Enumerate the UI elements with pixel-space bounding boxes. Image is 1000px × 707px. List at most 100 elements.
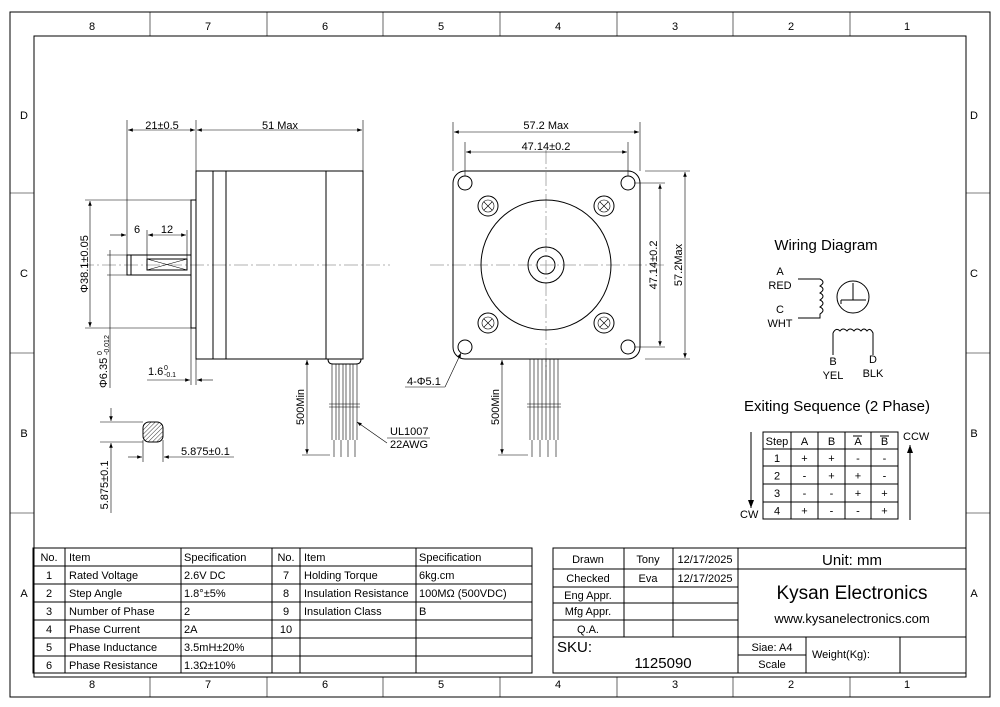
sequence-header: A	[854, 436, 862, 448]
spec-header: No.	[277, 552, 294, 564]
spec-cell: Insulation Class	[304, 606, 382, 618]
spec-header: Item	[69, 552, 90, 564]
spec-cell: 10	[280, 624, 292, 636]
front-view: 57.2 Max 47.14±0.2 47.14±0.2 57.2Max 4-Φ…	[405, 120, 690, 457]
sequence-header: A	[801, 436, 809, 448]
title-block-cell: 12/17/2025	[677, 573, 732, 585]
wire-c-color: WHT	[767, 318, 792, 330]
zone-number: 6	[322, 679, 328, 691]
dim-height-max: 57.2Max	[673, 243, 685, 286]
spec-cell: 2A	[184, 624, 198, 636]
sequence-cell: 2	[774, 471, 780, 483]
wire-spec: UL1007	[390, 426, 429, 438]
spec-cell: Rated Voltage	[69, 570, 138, 582]
tol-lower: -0.1	[164, 372, 176, 379]
spec-cell: 5	[46, 642, 52, 654]
side-view: 21±0.5 51 Max 6 12 Φ38.1±0.05 Φ6.35 0 -0…	[79, 120, 430, 513]
wire-d-color: BLK	[863, 368, 884, 380]
sequence-cell: -	[830, 506, 834, 518]
zone-number: 1	[904, 679, 910, 691]
sequence-cell: +	[855, 471, 861, 483]
sequence-cell: +	[801, 506, 807, 518]
spec-cell: Phase Inductance	[69, 642, 157, 654]
zone-letter: A	[20, 588, 28, 600]
wire-a-label: A	[776, 266, 784, 278]
zone-number: 1	[904, 21, 910, 33]
spec-cell: Insulation Resistance	[304, 588, 409, 600]
shaft-cross-section	[142, 421, 164, 443]
zone-number: 7	[205, 679, 211, 691]
tol-upper: 0	[97, 351, 104, 355]
zone-number: 8	[89, 679, 95, 691]
dim-12: 12	[161, 224, 173, 236]
spec-header: Specification	[419, 552, 481, 564]
spec-cell: 1	[46, 570, 52, 582]
wire-gauge: 22AWG	[390, 439, 428, 451]
spec-cell: 7	[283, 570, 289, 582]
ccw-label: CCW	[903, 431, 930, 443]
sequence-header: B	[828, 436, 835, 448]
zone-letter: C	[970, 268, 978, 280]
title-block-cell: Checked	[566, 573, 609, 585]
spec-cell: 6	[46, 660, 52, 672]
dim-lead-length: 500Min	[295, 389, 307, 425]
spec-cell: 4	[46, 624, 52, 636]
spec-header: Specification	[184, 552, 246, 564]
spec-cell: B	[419, 606, 426, 618]
wire-d-label: D	[869, 354, 877, 366]
tol-lower: -0.012	[104, 335, 111, 355]
sequence-title: Exiting Sequence (2 Phase)	[744, 398, 930, 415]
spec-cell: 2	[46, 588, 52, 600]
dim-hole-spacing-horizontal: 47.14±0.2	[522, 141, 571, 153]
rotor-icon	[836, 280, 870, 314]
title-block-cell: Mfg Appr.	[565, 606, 611, 618]
zone-number: 5	[438, 21, 444, 33]
spec-cell: Number of Phase	[69, 606, 155, 618]
spec-cell: Holding Torque	[304, 570, 378, 582]
spec-cell: 9	[283, 606, 289, 618]
title-block-cell: Tony	[636, 554, 660, 566]
title-block-cell: Q.A.	[577, 624, 599, 636]
wire-b-label: B	[829, 356, 836, 368]
spec-cell: 8	[283, 588, 289, 600]
company-website: www.kysanelectronics.com	[773, 611, 929, 626]
dim-lead-length: 500Min	[490, 389, 502, 425]
sequence-cell: 1	[774, 453, 780, 465]
dim-shaft-length: 21±0.5	[145, 120, 179, 132]
zone-number: 2	[788, 679, 794, 691]
drawing-frame: 8 7 6 5 4 3 2 1 8 7 6 5 4 3 2 1 D C B A …	[9, 11, 991, 698]
sequence-cell: +	[828, 453, 834, 465]
zone-letter: D	[20, 110, 28, 122]
sequence-cell: -	[883, 471, 887, 483]
sequence-header: B	[881, 436, 888, 448]
spec-cell: 100MΩ (500VDC)	[419, 588, 507, 600]
tol-upper: 0	[164, 365, 168, 372]
sequence-cell: -	[803, 471, 807, 483]
sheet-size: Siae: A4	[752, 642, 793, 654]
wiring-title: Wiring Diagram	[774, 237, 877, 254]
dim-6: 6	[134, 224, 140, 236]
sequence-cell: 4	[774, 506, 780, 518]
zone-number: 6	[322, 21, 328, 33]
dim-boss-height-value: 1.6	[148, 366, 163, 378]
spec-cell: 2.6V DC	[184, 570, 226, 582]
sku-label: SKU:	[557, 639, 592, 656]
title-block-cell: 12/17/2025	[677, 554, 732, 566]
company-name: Kysan Electronics	[776, 583, 927, 604]
sequence-cell: -	[883, 453, 887, 465]
title-block-cell: Drawn	[572, 554, 604, 566]
dim-hole-spacing-vertical: 47.14±0.2	[648, 241, 660, 290]
zone-numbers-bottom: 8 7 6 5 4 3 2 1	[89, 679, 910, 691]
dim-shaft-diameter: Φ6.35 0 -0.012	[97, 335, 111, 388]
zone-number: 3	[672, 21, 678, 33]
spec-cell: 1.8°±5%	[184, 588, 226, 600]
zone-letters: D C B A D C B A	[20, 110, 978, 600]
weight-label: Weight(Kg):	[812, 649, 870, 661]
zone-number: 5	[438, 679, 444, 691]
zone-numbers-top: 8 7 6 5 4 3 2 1	[89, 21, 910, 33]
scale-label: Scale	[758, 659, 786, 671]
spec-cell: Phase Resistance	[69, 660, 158, 672]
wiring-diagram: Wiring Diagram A RED C WHT B YEL D BLK	[767, 237, 884, 382]
dim-body-length: 51 Max	[262, 120, 299, 132]
